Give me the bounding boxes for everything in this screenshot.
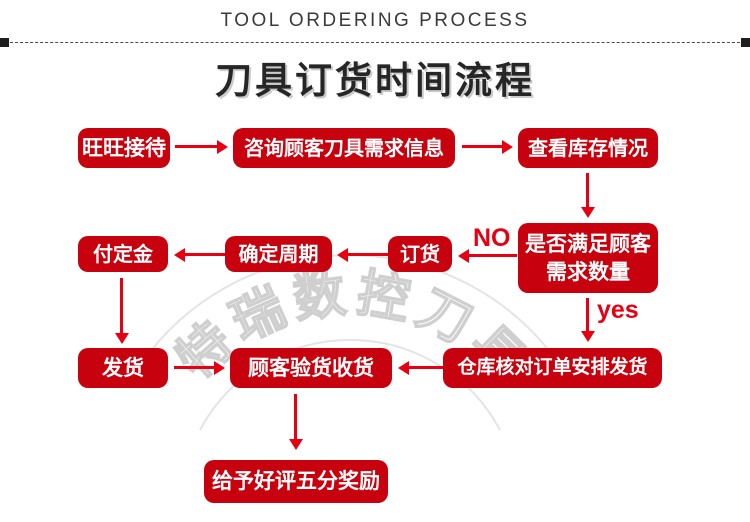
arrow-down-icon — [120, 278, 123, 334]
flow-node-five-star-review-reward: 给予好评五分奖励 — [204, 460, 388, 503]
flow-node-wangwang-reception: 旺旺接待 — [78, 128, 170, 168]
page-title: 刀具订货时间流程 — [215, 59, 535, 102]
flow-node-ship-goods: 发货 — [78, 348, 168, 388]
arrow-down-icon — [294, 394, 297, 440]
arrow-down-icon — [586, 298, 589, 332]
flow-node-confirm-lead-time: 确定周期 — [225, 236, 332, 272]
flow-node-consult-customer-tool-needs: 咨询顾客刀具需求信息 — [233, 128, 455, 168]
flow-node-meets-customer-quantity: 是否满足顾客 需求数量 — [518, 223, 658, 293]
flow-node-check-inventory: 查看库存情况 — [518, 128, 658, 168]
arrow-left-icon — [468, 254, 517, 257]
arrow-down-icon — [586, 173, 589, 208]
flow-node-place-order: 订货 — [388, 236, 452, 272]
flow-node-customer-inspect-receive: 顾客验货收货 — [230, 348, 392, 388]
flow-node-pay-deposit: 付定金 — [78, 236, 168, 272]
arrow-left-icon — [408, 366, 443, 369]
edge-label-no: NO — [473, 224, 511, 252]
rule-end-square-left — [0, 38, 9, 47]
header-eyebrow: TOOL ORDERING PROCESS — [220, 10, 530, 31]
arrow-right-icon — [462, 145, 503, 148]
arrow-left-icon — [184, 253, 225, 256]
arrow-right-icon — [174, 366, 215, 369]
rule-end-square-right — [741, 38, 750, 47]
arrow-left-icon — [347, 253, 388, 256]
flow-node-warehouse-verify-arrange-shipment: 仓库核对订单安排发货 — [443, 348, 662, 388]
edge-label-yes: yes — [597, 296, 639, 324]
dashed-rule — [0, 42, 750, 43]
arrow-right-icon — [175, 145, 218, 148]
